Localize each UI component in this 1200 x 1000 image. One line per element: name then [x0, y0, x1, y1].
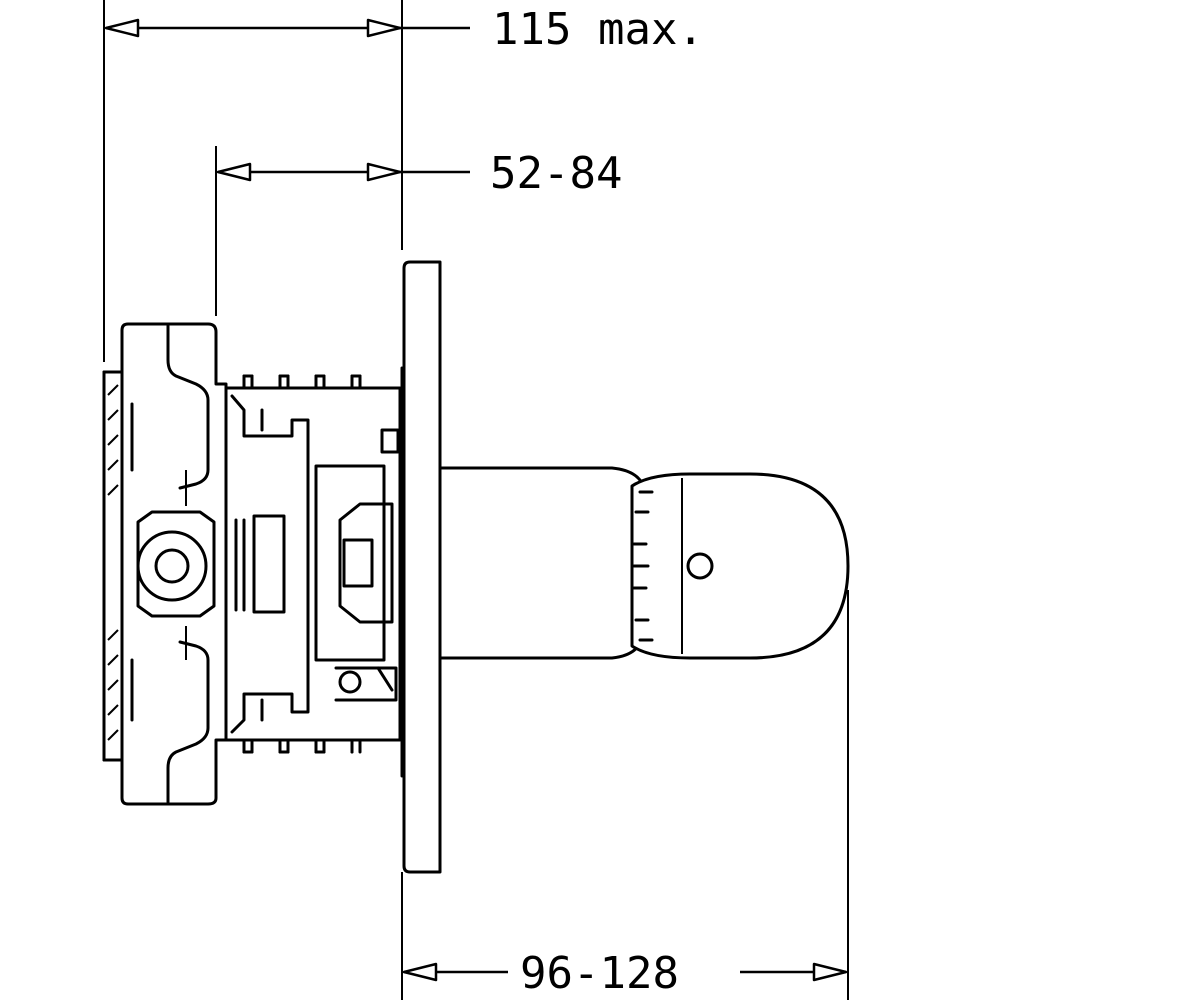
dimension-projection: 96-128	[402, 948, 848, 999]
dimension-label-overall: 115 max.	[492, 4, 704, 55]
escutcheon-plate	[400, 260, 442, 874]
extension-lines	[103, 0, 849, 1000]
cartridge-sleeve	[224, 374, 402, 754]
valve-handle	[438, 466, 850, 660]
frame-hatch	[107, 384, 119, 741]
dimension-installation-depth: 52-84	[216, 148, 622, 199]
rough-in-housing	[102, 322, 228, 806]
dimension-label-installation: 52-84	[490, 148, 622, 199]
dimension-label-projection: 96-128	[520, 948, 679, 999]
dimension-overall-depth: 115 max.	[104, 4, 704, 55]
